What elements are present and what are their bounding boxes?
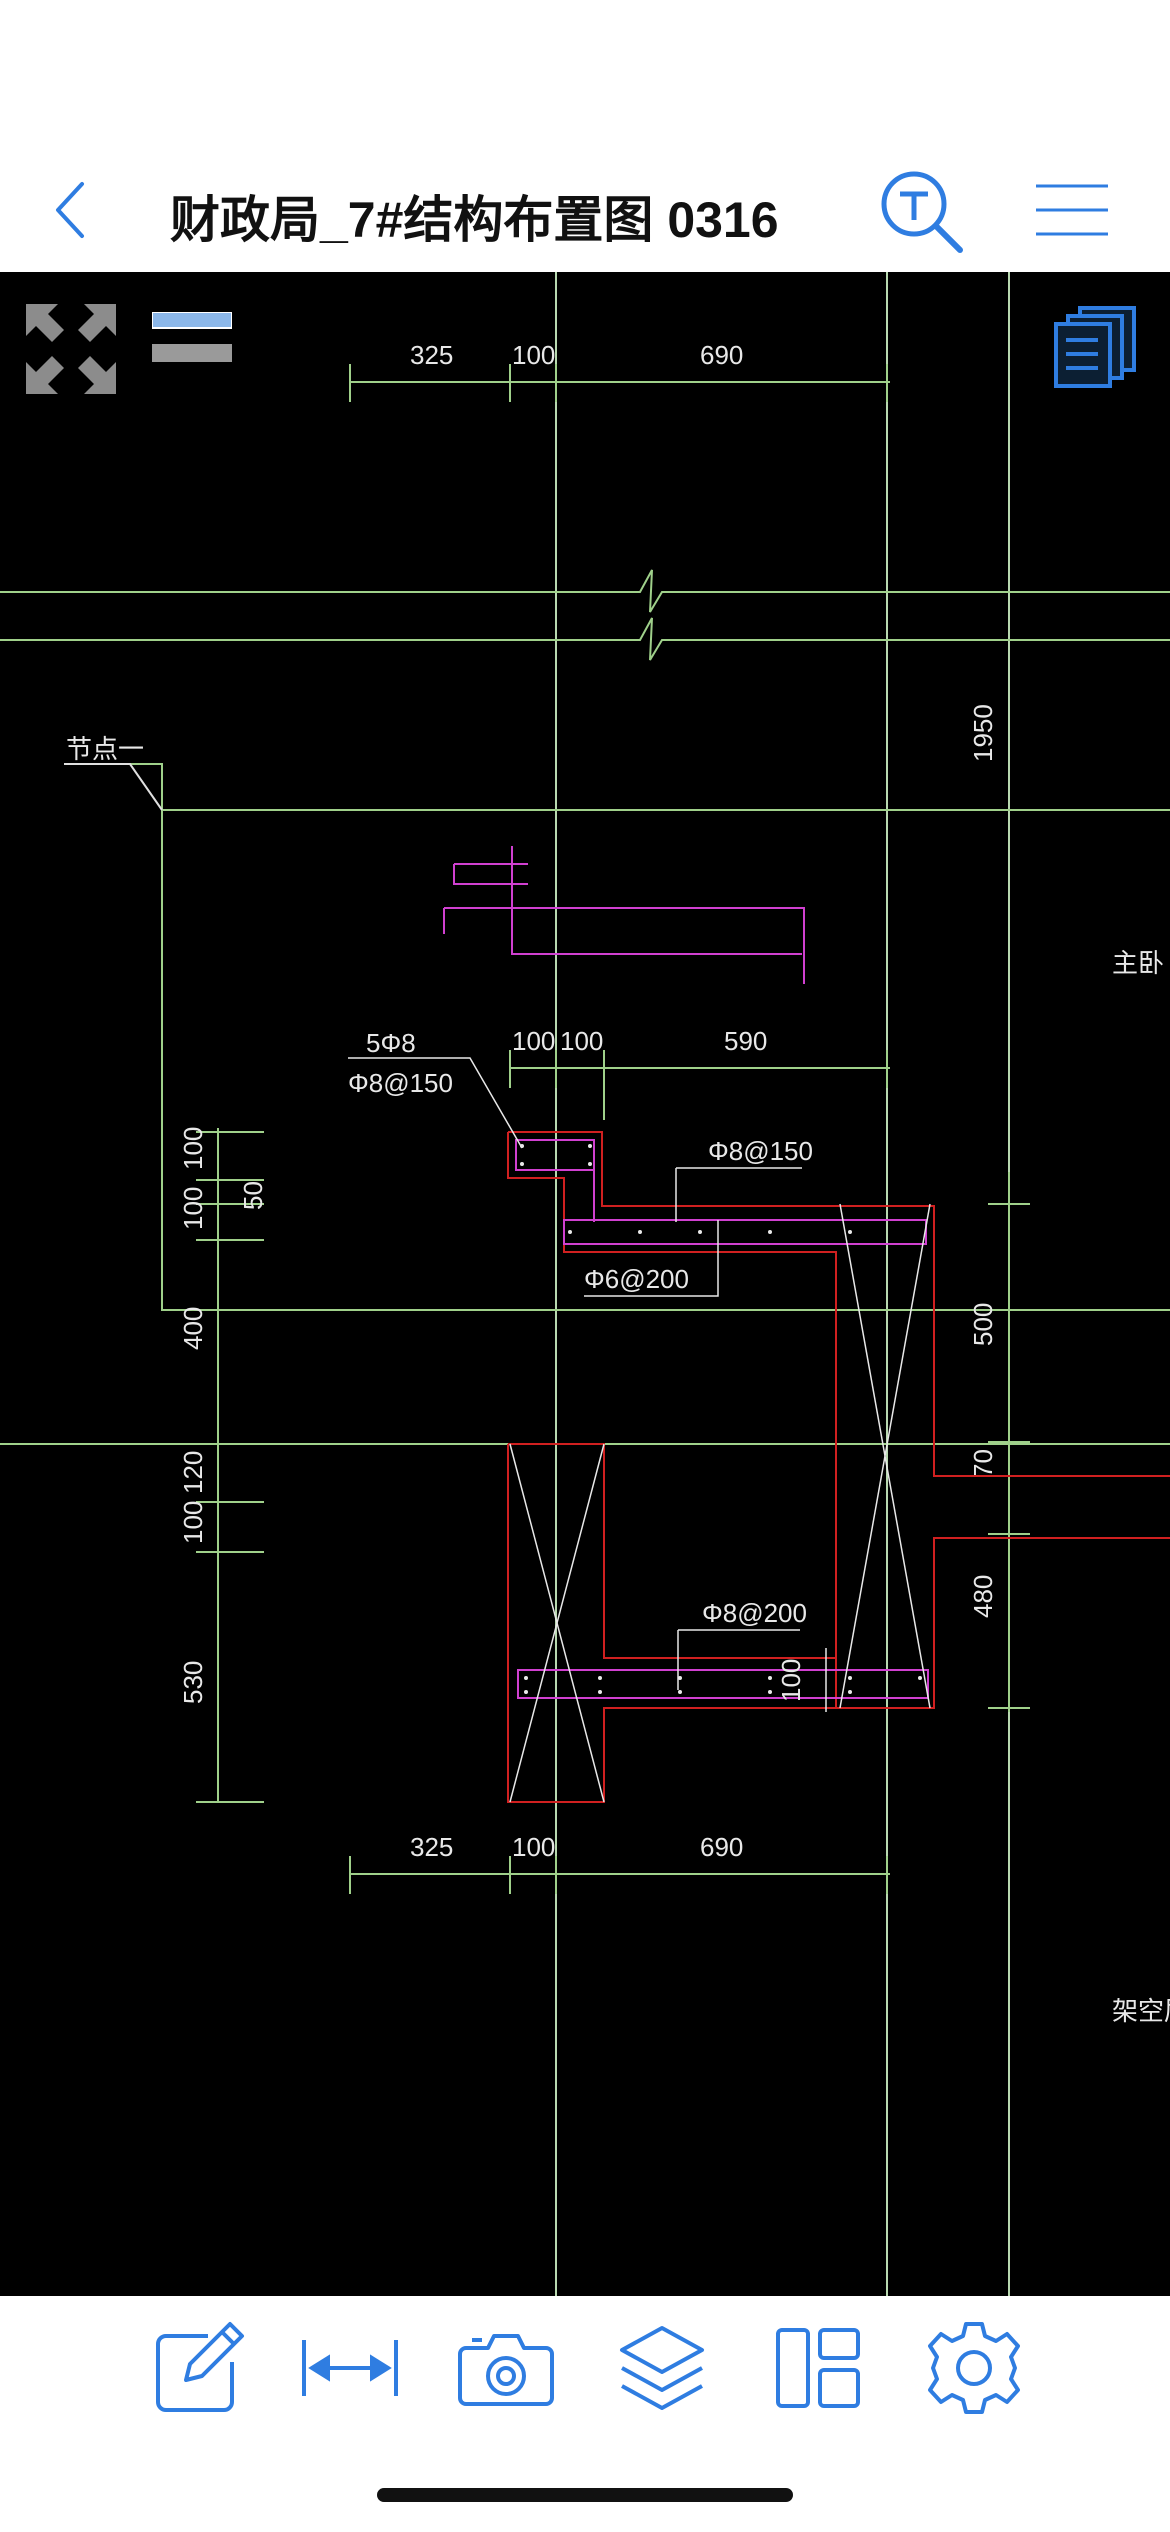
right-dim-1: 1950 [968,704,998,762]
bottom-dim-2: 100 [512,1832,555,1862]
edit-icon[interactable] [150,2318,250,2418]
inner-dim: 100 [776,1659,806,1702]
right-dim-2: 500 [968,1303,998,1346]
camera-icon[interactable] [456,2318,556,2418]
rebar-label-3: Φ8@150 [708,1136,813,1166]
status-bar [0,0,1170,150]
rebar-label-5: Φ8@200 [702,1598,807,1628]
rebar-label-2: Φ8@150 [348,1068,453,1098]
cad-drawing: 节点一 325 100 690 325 100 690 [0,272,1170,2296]
bottom-dim-1: 325 [410,1832,453,1862]
measure-icon[interactable] [300,2318,400,2418]
bottom-dim-3: 690 [700,1832,743,1862]
header-bar: 财政局_7#结构布置图 0316 [0,150,1170,272]
left-dim-3: 50 [238,1181,268,1210]
top-dim-1: 325 [410,340,453,370]
right-dim-3: 70 [968,1449,998,1478]
text-search-icon[interactable] [876,166,966,256]
right-dim-4: 480 [968,1575,998,1618]
mid-dim-1: 100 [512,1026,555,1056]
room-label-master-bedroom: 主卧 [1112,948,1164,978]
mid-dim-3: 590 [724,1026,767,1056]
top-dim-2: 100 [512,340,555,370]
back-chevron-icon[interactable] [48,178,98,242]
mid-dim-2: 100 [560,1026,603,1056]
left-dim-6: 100 [178,1501,208,1544]
rebar-label-1: 5Φ8 [366,1028,416,1058]
left-dim-4: 400 [178,1307,208,1350]
left-dim-7: 530 [178,1661,208,1704]
node-label: 节点一 [66,734,144,764]
settings-gear-icon[interactable] [924,2318,1024,2418]
home-indicator [377,2488,793,2502]
page-title: 财政局_7#结构布置图 0316 [170,192,779,248]
top-dim-3: 690 [700,340,743,370]
expand-arrows-icon[interactable] [24,302,118,396]
hamburger-menu-icon[interactable] [1034,180,1110,240]
layout-panels-icon[interactable] [768,2318,868,2418]
left-dim-1: 100 [178,1127,208,1170]
left-dim-2: 100 [178,1187,208,1230]
room-label-stilt-floor: 架空层 [1112,1996,1170,2026]
layer-bars-icon[interactable] [152,312,232,368]
drawing-canvas[interactable]: 节点一 325 100 690 325 100 690 [0,272,1170,2296]
rebar-label-4: Φ6@200 [584,1264,689,1294]
left-dim-5: 120 [178,1451,208,1494]
stacked-documents-icon[interactable] [1054,306,1138,390]
layers-icon[interactable] [612,2318,712,2418]
